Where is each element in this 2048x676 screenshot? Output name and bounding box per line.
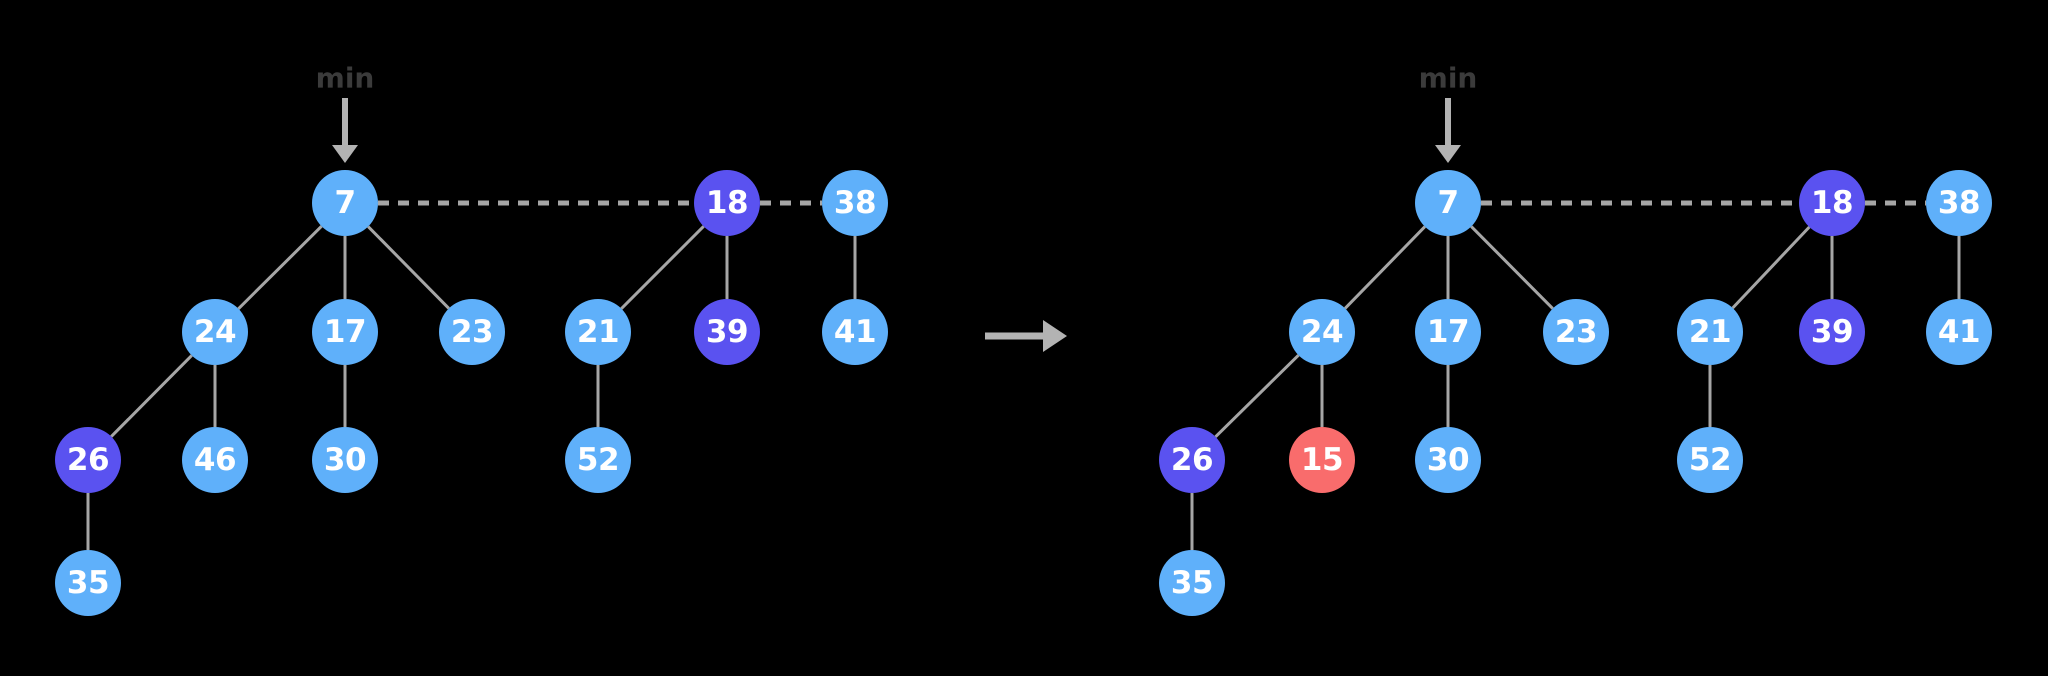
edge-r7-r24 <box>1343 225 1427 310</box>
heap-node-35[interactable]: 35 <box>1159 550 1225 616</box>
edge-l7-l23 <box>367 225 450 310</box>
heap-node-41[interactable]: 41 <box>1926 299 1992 365</box>
heap-node-26[interactable]: 26 <box>1159 427 1225 493</box>
heap-node-7[interactable]: 7 <box>1415 170 1481 236</box>
heap-node-24[interactable]: 24 <box>1289 299 1355 365</box>
edge-r7-r23 <box>1470 225 1554 310</box>
heap-node-23[interactable]: 23 <box>439 299 505 365</box>
heap-node-21[interactable]: 21 <box>565 299 631 365</box>
edge-r24-r26 <box>1214 354 1300 438</box>
heap-node-26[interactable]: 26 <box>55 427 121 493</box>
heap-node-23[interactable]: 23 <box>1543 299 1609 365</box>
edge-l7-l24 <box>237 225 323 310</box>
heap-node-30[interactable]: 30 <box>312 427 378 493</box>
edge-r18-r21 <box>1731 225 1811 310</box>
heap-node-39[interactable]: 39 <box>694 299 760 365</box>
min-pointer-arrowhead <box>1435 145 1461 163</box>
heap-node-7[interactable]: 7 <box>312 170 378 236</box>
transform-arrow-head <box>1043 320 1067 352</box>
heap-node-18[interactable]: 18 <box>1799 170 1865 236</box>
heap-node-30[interactable]: 30 <box>1415 427 1481 493</box>
heap-node-18[interactable]: 18 <box>694 170 760 236</box>
heap-node-24[interactable]: 24 <box>182 299 248 365</box>
edge-l24-l26 <box>110 354 193 438</box>
min-pointer-arrowhead <box>332 145 358 163</box>
heap-node-17[interactable]: 17 <box>1415 299 1481 365</box>
heap-node-41[interactable]: 41 <box>822 299 888 365</box>
heap-node-38[interactable]: 38 <box>822 170 888 236</box>
heap-node-15[interactable]: 15 <box>1289 427 1355 493</box>
min-label: min <box>1418 61 1478 95</box>
heap-node-21[interactable]: 21 <box>1677 299 1743 365</box>
heap-node-46[interactable]: 46 <box>182 427 248 493</box>
heap-node-52[interactable]: 52 <box>1677 427 1743 493</box>
min-label: min <box>315 61 375 95</box>
heap-node-35[interactable]: 35 <box>55 550 121 616</box>
heap-node-38[interactable]: 38 <box>1926 170 1992 236</box>
heap-node-39[interactable]: 39 <box>1799 299 1865 365</box>
edge-l18-l21 <box>620 225 705 310</box>
heap-node-52[interactable]: 52 <box>565 427 631 493</box>
heap-node-17[interactable]: 17 <box>312 299 378 365</box>
